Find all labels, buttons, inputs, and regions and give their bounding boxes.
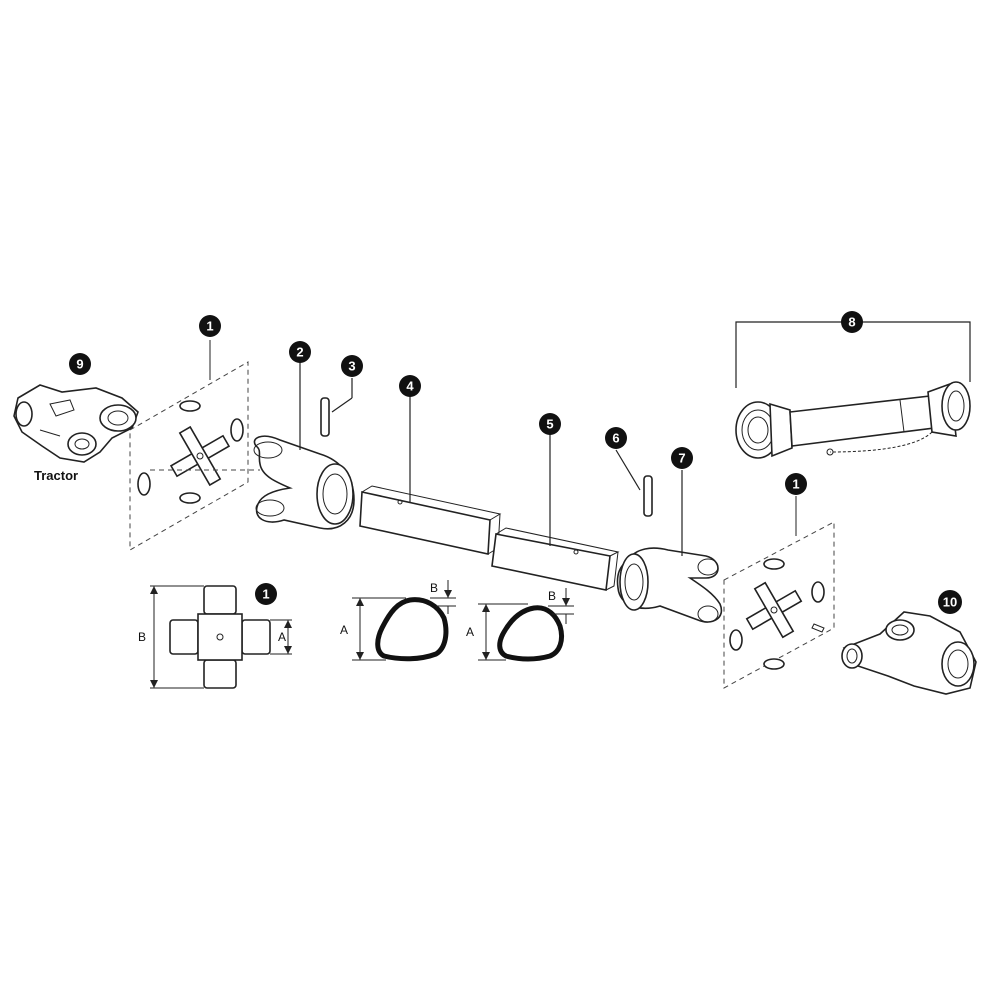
callout-10: 10 <box>938 590 962 614</box>
inner-tube-part-5 <box>491 434 620 591</box>
callout-8: 8 <box>841 311 863 333</box>
svg-text:1: 1 <box>206 319 213 334</box>
callout-9: 9 <box>69 353 91 375</box>
callout-7: 7 <box>671 447 693 469</box>
svg-text:5: 5 <box>546 417 553 432</box>
cross-journal-kit-left <box>129 340 260 551</box>
svg-text:1: 1 <box>792 477 799 492</box>
callout-2: 2 <box>289 341 311 363</box>
callout-1-detail: 1 <box>255 583 277 605</box>
svg-text:8: 8 <box>848 315 855 330</box>
guard-assembly-part-8 <box>735 321 971 459</box>
svg-text:2: 2 <box>296 345 303 360</box>
svg-text:B: B <box>138 630 146 644</box>
svg-text:10: 10 <box>943 595 957 610</box>
svg-text:7: 7 <box>678 451 685 466</box>
callout-1-left: 1 <box>199 315 221 337</box>
outer-yoke-part-2 <box>253 362 355 530</box>
svg-text:A: A <box>466 625 474 639</box>
svg-text:B: B <box>430 581 438 595</box>
svg-text:A: A <box>340 623 348 637</box>
cross-dimension-detail: B A <box>138 585 292 689</box>
svg-text:1: 1 <box>262 587 269 602</box>
svg-text:6: 6 <box>612 431 619 446</box>
callout-1-right: 1 <box>785 473 807 495</box>
svg-text:A: A <box>278 630 286 644</box>
svg-text:3: 3 <box>348 359 355 374</box>
svg-text:B: B <box>548 589 556 603</box>
spring-pin-part-6 <box>615 449 653 517</box>
implement-yoke-part-10 <box>841 611 977 695</box>
outer-tube-profile: A B <box>340 580 456 662</box>
outer-tube-part-4 <box>359 396 502 555</box>
cross-journal-kit-right <box>723 496 835 689</box>
callout-6: 6 <box>605 427 627 449</box>
callout-4: 4 <box>399 375 421 397</box>
svg-text:9: 9 <box>76 357 83 372</box>
spring-pin-part-3 <box>320 378 353 437</box>
callout-5: 5 <box>539 413 561 435</box>
inner-yoke-part-7 <box>616 470 723 623</box>
tractor-yoke-part-9 <box>13 384 139 463</box>
svg-text:4: 4 <box>406 379 414 394</box>
callout-3: 3 <box>341 355 363 377</box>
tractor-label: Tractor <box>34 468 78 483</box>
inner-tube-profile: A B <box>466 588 574 662</box>
